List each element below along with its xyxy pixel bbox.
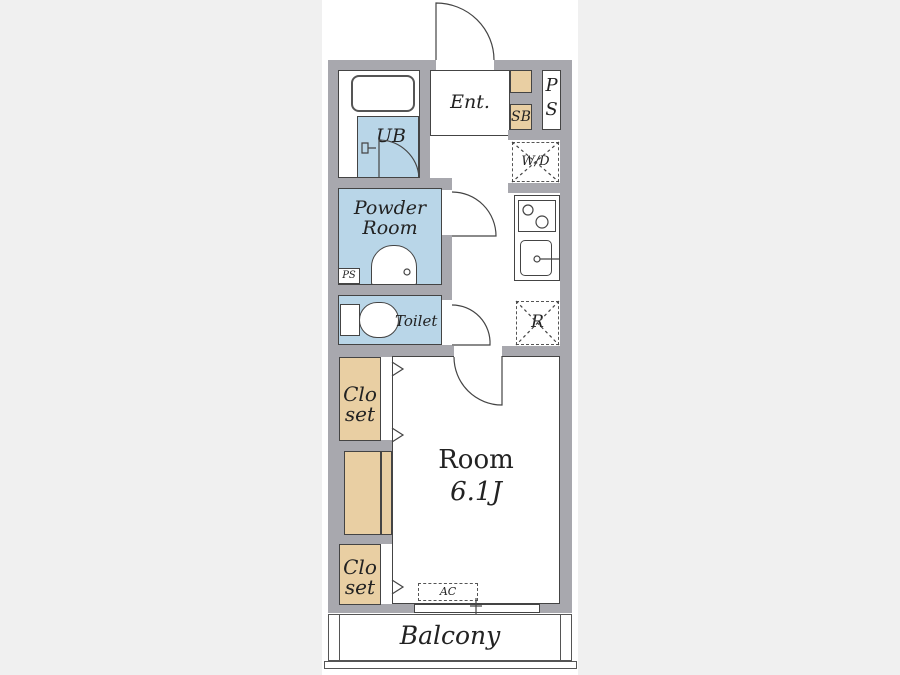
hallway-top [430,136,460,178]
window-lock-icon [470,598,482,614]
closet-2: Clo set [339,544,381,605]
unit-bath-floor: UB [357,116,419,178]
powder-room-label-1: Powder [353,197,427,219]
entrance: Ent. [430,70,510,136]
closet-door-track [380,357,392,440]
stove-icon [518,200,556,232]
wall-segment [508,183,562,193]
room-size-label: 6.1J [450,477,502,507]
air-conditioner: AC [418,583,478,601]
closet-door-track [380,544,392,604]
powder-door-icon [451,191,497,237]
kitchen-counter [514,195,560,281]
refrigerator-space: R [516,301,559,345]
pipe-space-small: PS [338,268,360,284]
balcony: Balcony [328,614,572,661]
shoe-box: SB [510,104,532,130]
storage-cabinet [344,451,381,535]
balcony-ledge [324,661,577,669]
pipe-space-s: S [545,99,558,120]
drain-icon [533,255,541,263]
bathtub-icon [351,75,415,112]
room-door-icon [453,356,503,406]
closet-1: Clo set [339,357,381,441]
closet-1-label-b: set [344,402,376,426]
closet-1-label-a: Clo [343,382,377,406]
closet-door-icon [391,361,405,595]
storage-cabinet-door [381,451,392,535]
refrigerator-label: R [531,312,544,332]
toilet-door-opening [442,300,452,345]
bath-door-icon [378,139,420,179]
toilet-label: Toilet [395,312,438,330]
placeholder-cross-icon [511,141,560,346]
powder-door-opening [442,190,452,235]
room-door-opening [454,345,502,357]
shoe-box-upper [510,70,532,93]
pipe-space: P S [542,70,561,130]
closet-2-label-a: Clo [343,555,377,579]
pipe-space-small-label: PS [342,270,356,281]
ac-label: AC [439,585,457,598]
faucet-icon [361,142,376,154]
basin-drain-icon [403,268,411,276]
wall-segment [508,130,562,140]
balcony-window[interactable] [414,604,540,613]
room-label: Room [438,445,514,475]
washbasin-icon [371,245,417,285]
shoe-box-label: SB [511,109,531,125]
burner-icon [522,204,534,216]
burner-icon [535,215,549,229]
toilet-door-icon [451,304,491,346]
toilet-bowl-icon [359,302,399,338]
entrance-door-opening [436,58,494,70]
entrance-label: Ent. [450,91,490,113]
balcony-label: Balcony [399,621,501,650]
sink-icon [520,240,552,276]
closet-2-label-b: set [344,575,376,599]
pipe-space-p: P [545,75,558,96]
toilet-room: Toilet [338,295,442,345]
powder-room-label-2: Room [362,217,418,239]
entrance-door-icon [435,2,495,61]
